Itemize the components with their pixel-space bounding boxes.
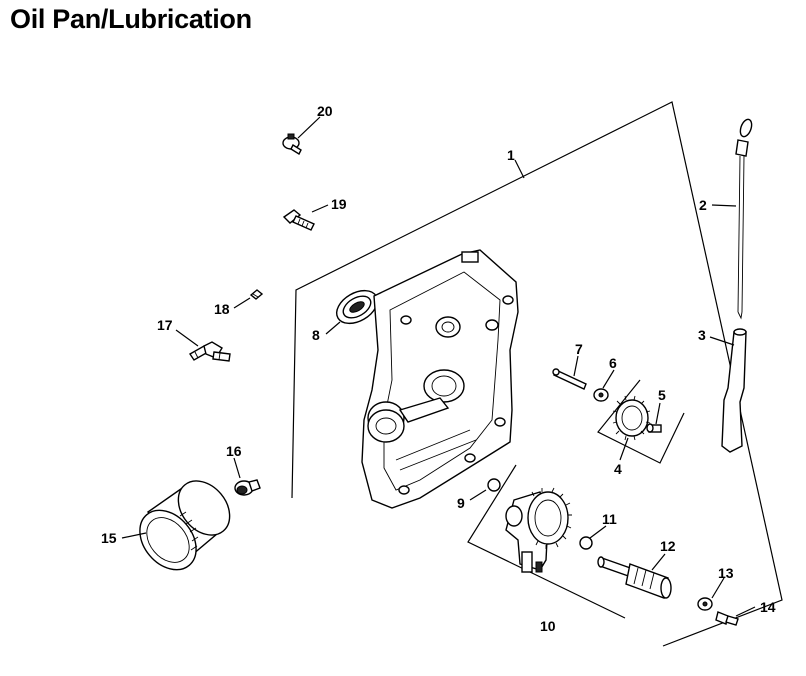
assembly-bracket-4	[597, 379, 685, 464]
callout-20: 20	[317, 103, 333, 119]
pin-5-part[interactable]	[646, 423, 662, 433]
callout-19: 19	[331, 196, 347, 212]
washer-13-part[interactable]	[697, 597, 713, 611]
callout-4: 4	[614, 461, 622, 477]
elbow-fitting-17-part[interactable]	[189, 341, 231, 362]
drain-fitting-16-part[interactable]	[234, 479, 261, 496]
callout-13: 13	[718, 565, 734, 581]
assembly-bracket-10	[467, 464, 626, 619]
oil-filter-15-part[interactable]	[128, 471, 240, 581]
governor-gear-4-part[interactable]	[612, 395, 651, 441]
callout-14: 14	[760, 599, 776, 615]
callout-15: 15	[101, 530, 117, 546]
o-ring-9-part[interactable]	[487, 478, 501, 492]
callout-8: 8	[312, 327, 320, 343]
dipstick-2-part[interactable]	[735, 118, 754, 320]
callout-11: 11	[602, 511, 617, 527]
pin-7-part[interactable]	[552, 368, 587, 390]
callout-10: 10	[540, 618, 556, 634]
callout-1: 1	[507, 147, 515, 163]
callout-9: 9	[457, 495, 465, 511]
callout-6: 6	[609, 355, 617, 371]
callout-7: 7	[575, 341, 583, 357]
callout-5: 5	[658, 387, 666, 403]
bolt-14-part[interactable]	[715, 611, 739, 626]
callout-18: 18	[214, 301, 230, 317]
oil-seal-8-part[interactable]	[331, 284, 383, 330]
callout-2: 2	[699, 197, 707, 213]
callout-16: 16	[226, 443, 242, 459]
assembly-bracket-1	[291, 101, 783, 647]
bolt-19-part[interactable]	[282, 209, 315, 231]
oil-pump-10-part[interactable]	[505, 487, 572, 573]
oil-pan-housing-1-part[interactable]	[361, 249, 519, 509]
callout-17: 17	[157, 317, 173, 333]
callout-labels: 1 2 3 4 5 6 7 8 9 10 11 12 13 14 15 16 1…	[101, 103, 776, 634]
diagram-title: Oil Pan/Lubrication	[10, 4, 252, 34]
plug-18-part[interactable]	[249, 289, 264, 300]
o-ring-11-part[interactable]	[579, 536, 593, 550]
callout-12: 12	[660, 538, 676, 554]
callout-3: 3	[698, 327, 706, 343]
dipstick-tube-3-part[interactable]	[721, 328, 747, 453]
pickup-12-part[interactable]	[597, 556, 672, 599]
washer-6-part[interactable]	[593, 388, 609, 402]
leader-lines	[121, 116, 756, 617]
oil-pressure-switch-part[interactable]	[282, 133, 302, 156]
